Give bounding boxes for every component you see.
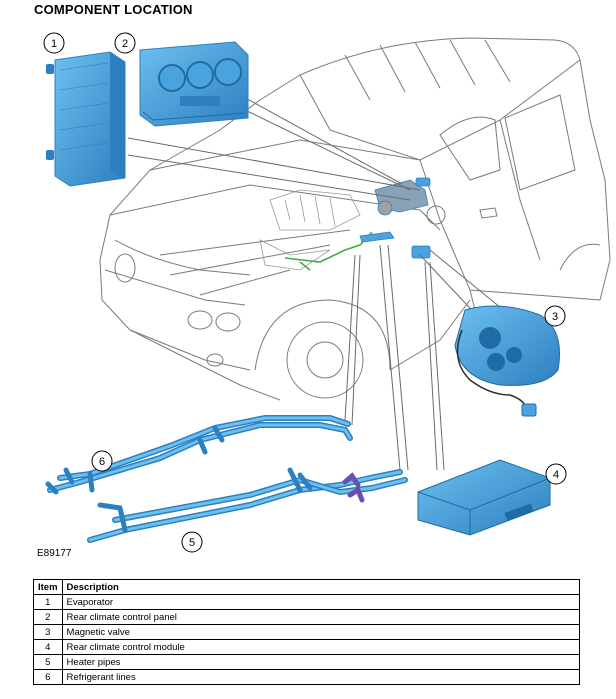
table-row: 3 Magnetic valve [33,624,581,640]
callout-2: 2 [114,32,136,54]
heater-pipes [87,467,408,543]
item-number: 3 [33,624,63,640]
item-description: Rear climate control module [61,639,581,655]
callout-1: 1 [43,32,65,54]
item-number: 2 [33,609,63,625]
svg-text:3: 3 [552,311,558,323]
vehicle-blue-parts [359,177,431,259]
item-description: Heater pipes [61,654,581,670]
callout-6: 6 [91,450,113,472]
item-number: 1 [33,594,63,610]
table-row: 2 Rear climate control panel [33,609,581,625]
callout-3: 3 [544,305,566,327]
column-header-description: Description [61,579,581,595]
evaporator [46,51,126,187]
magnetic-valve [454,305,561,417]
svg-text:6: 6 [99,456,105,468]
page-title: COMPONENT LOCATION [34,2,193,17]
callout-4: 4 [545,463,567,485]
rear-climate-control-module [417,459,551,536]
refrigerant-lines [45,415,353,495]
table-header-row: Item Description [33,579,581,595]
callout-5: 5 [181,531,203,553]
table-row: 4 Rear climate control module [33,639,581,655]
rear-climate-control-panel [139,41,249,127]
item-number: 5 [33,654,63,670]
svg-text:5: 5 [189,537,195,549]
item-description: Magnetic valve [61,624,581,640]
svg-text:2: 2 [122,38,128,50]
item-number: 4 [33,639,63,655]
item-description: Rear climate control panel [61,609,581,625]
table-row: 1 Evaporator [33,594,581,610]
component-location-figure: 1 2 3 4 5 6 [43,32,611,553]
item-description: Refrigerant lines [61,669,581,685]
figure-id: E89177 [37,548,72,559]
item-description: Evaporator [61,594,581,610]
item-number: 6 [33,669,63,685]
table-row: 6 Refrigerant lines [33,669,581,685]
leader-lines [127,94,529,471]
component-table: Item Description 1 Evaporator 2 Rear cli… [33,579,581,685]
vehicle-outline [99,37,611,401]
svg-text:4: 4 [553,469,559,481]
engine-bay-detail [259,189,361,271]
column-header-item: Item [33,579,63,595]
table-row: 5 Heater pipes [33,654,581,670]
svg-text:1: 1 [51,38,57,50]
